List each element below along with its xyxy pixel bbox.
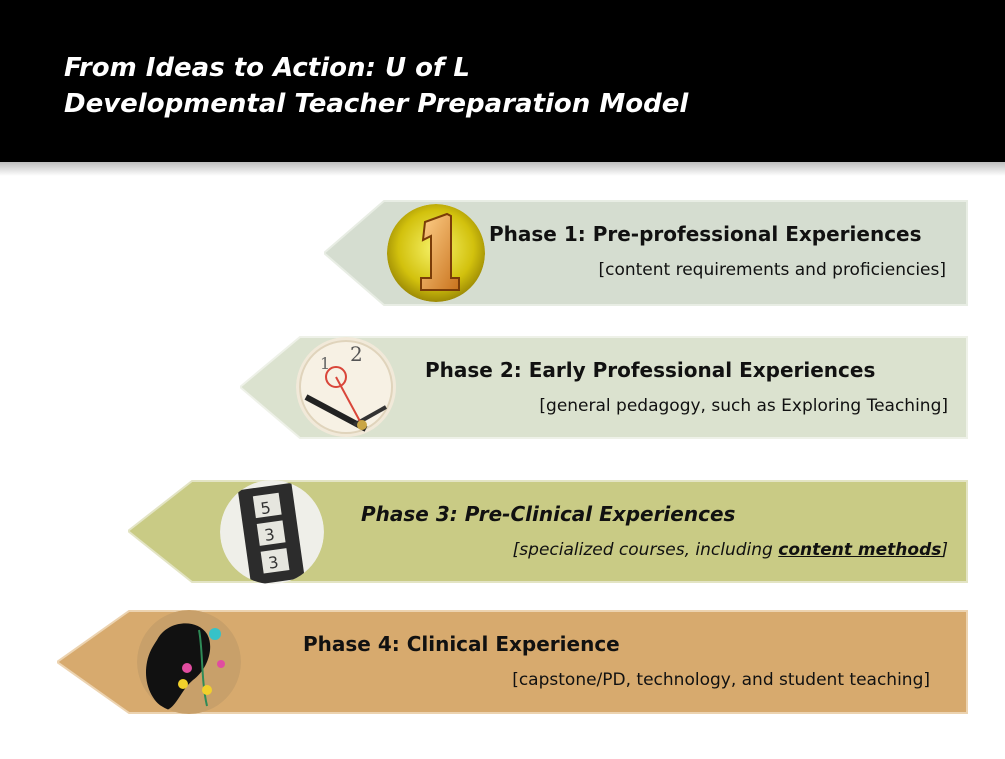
svg-text:2: 2 — [350, 342, 363, 366]
svg-text:5: 5 — [259, 498, 272, 518]
slide-title-line-1: From Ideas to Action: U of L — [64, 53, 470, 83]
phase-4-arrow-shape — [57, 610, 968, 714]
phase-3-arrow-shape — [128, 480, 968, 583]
phase-3-subtitle-prefix: [specialized courses, including — [512, 540, 779, 560]
number-one-icon — [387, 204, 485, 302]
phase-1-title: Phase 1: Pre-professional Experiences — [489, 222, 922, 246]
phase-2-subtitle: [general pedagogy, such as Exploring Tea… — [539, 396, 948, 416]
phase-4-arrow: Phase 4: Clinical Experience [capstone/P… — [57, 610, 968, 714]
phase-4-subtitle: [capstone/PD, technology, and student te… — [512, 670, 930, 690]
phase-3-subtitle-suffix: ] — [941, 540, 948, 560]
phase-4-title: Phase 4: Clinical Experience — [303, 632, 620, 656]
clock-icon: 1 2 — [296, 337, 397, 438]
phase-1-subtitle: [content requirements and proficiencies] — [598, 260, 946, 280]
svg-text:3: 3 — [263, 525, 276, 545]
phase-3-subtitle: [specialized courses, including content … — [513, 540, 948, 560]
flower-silhouette-icon — [137, 610, 241, 714]
content-methods-link[interactable]: content methods — [778, 540, 942, 560]
phase-2-title: Phase 2: Early Professional Experiences — [425, 358, 876, 382]
phase-2-arrow-shape — [240, 336, 968, 439]
svg-text:1: 1 — [320, 354, 330, 373]
svg-text:3: 3 — [267, 552, 280, 572]
phase-1-arrow-shape — [324, 200, 968, 306]
phase-3-title: Phase 3: Pre-Clinical Experiences — [361, 502, 736, 526]
slide-title-line-2: Developmental Teacher Preparation Model — [64, 89, 689, 119]
phase-3-arrow: 5 3 3 Phase 3: Pre-Clinical Experiences … — [128, 480, 968, 584]
phase-2-arrow: 1 2 Phase 2: Early Professional Experien… — [240, 336, 968, 439]
phase-1-arrow: Phase 1: Pre-professional Experiences [c… — [324, 200, 968, 306]
film-strip-icon: 5 3 3 — [220, 480, 324, 584]
title-shadow — [0, 162, 1005, 176]
title-bar: From Ideas to Action: U of L Development… — [0, 0, 1005, 176]
slide-title: From Ideas to Action: U of L Development… — [64, 50, 688, 122]
